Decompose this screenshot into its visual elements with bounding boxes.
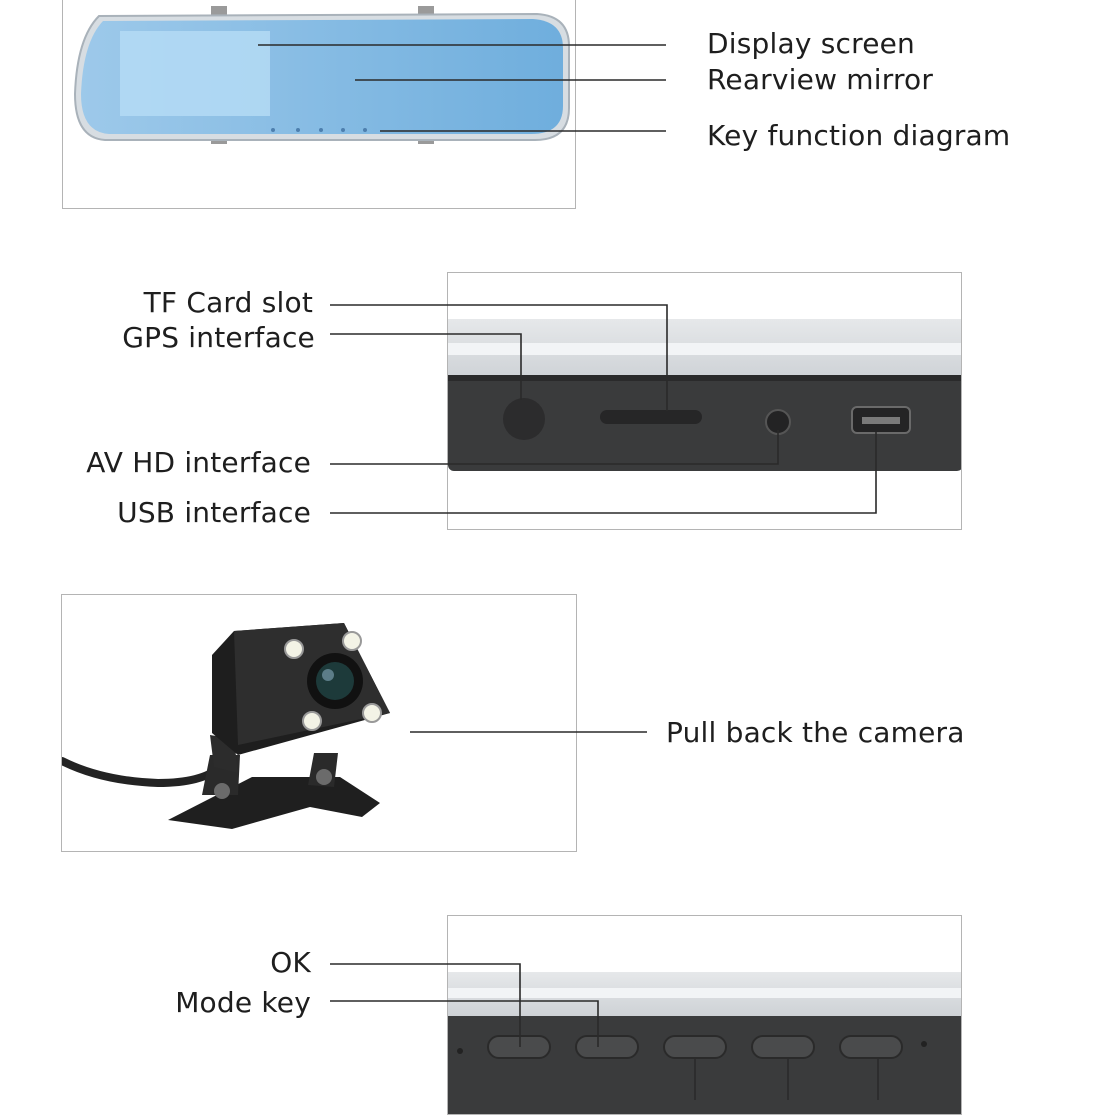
ports-illustration bbox=[448, 319, 961, 471]
bracket-screw bbox=[316, 769, 332, 785]
led-light bbox=[302, 711, 322, 731]
device-edge-highlight bbox=[448, 343, 961, 355]
device-body bbox=[448, 1016, 961, 1114]
rearview-mirror-illustration bbox=[73, 6, 570, 144]
mount-clip bbox=[211, 6, 227, 15]
ok-label: OK bbox=[270, 946, 311, 979]
side-button[interactable] bbox=[663, 1035, 727, 1059]
camera-panel bbox=[61, 594, 577, 852]
device-body-shadow bbox=[448, 375, 961, 381]
lens-reflection bbox=[322, 669, 334, 681]
gps-interface-label: GPS interface bbox=[122, 321, 315, 354]
tf-card-slot bbox=[600, 410, 702, 424]
mounting-bracket bbox=[168, 777, 380, 829]
key-function-label: Key function diagram bbox=[707, 119, 1011, 152]
key-icons bbox=[271, 128, 367, 132]
av-hd-port bbox=[765, 409, 791, 435]
indicator-dot bbox=[457, 1048, 463, 1054]
back-icon bbox=[296, 128, 300, 132]
led-light bbox=[342, 631, 362, 651]
up-icon bbox=[341, 128, 345, 132]
ports-panel bbox=[447, 272, 962, 530]
buttons-panel bbox=[447, 915, 962, 1115]
bracket-screw bbox=[214, 783, 230, 799]
camera-cable bbox=[62, 757, 224, 788]
buttons-illustration bbox=[448, 972, 961, 1114]
camera-lens bbox=[316, 662, 354, 700]
display-screen-label: Display screen bbox=[707, 27, 915, 60]
rear-camera-illustration bbox=[62, 623, 390, 829]
side-button[interactable] bbox=[839, 1035, 903, 1059]
usb-interface-label: USB interface bbox=[117, 496, 311, 529]
pull-back-camera-label: Pull back the camera bbox=[666, 716, 965, 749]
mode-button[interactable] bbox=[575, 1035, 639, 1059]
down-icon bbox=[363, 128, 367, 132]
rearview-mirror-label: Rearview mirror bbox=[707, 63, 934, 96]
menu-icon bbox=[271, 128, 275, 132]
led-light bbox=[284, 639, 304, 659]
av-hd-interface-label: AV HD interface bbox=[86, 446, 311, 479]
ok-dot-icon bbox=[319, 128, 323, 132]
mode-key-label: Mode key bbox=[175, 986, 311, 1019]
led-light bbox=[362, 703, 382, 723]
side-button[interactable] bbox=[751, 1035, 815, 1059]
indicator-dot bbox=[921, 1041, 927, 1047]
ok-button[interactable] bbox=[487, 1035, 551, 1059]
mount-clip bbox=[418, 6, 434, 15]
device-edge-highlight bbox=[448, 988, 961, 998]
usb-contacts bbox=[862, 417, 900, 424]
gps-port bbox=[503, 398, 545, 440]
tf-card-slot-label: TF Card slot bbox=[143, 286, 313, 319]
display-screen bbox=[120, 31, 270, 116]
mirror-panel bbox=[62, 0, 576, 209]
